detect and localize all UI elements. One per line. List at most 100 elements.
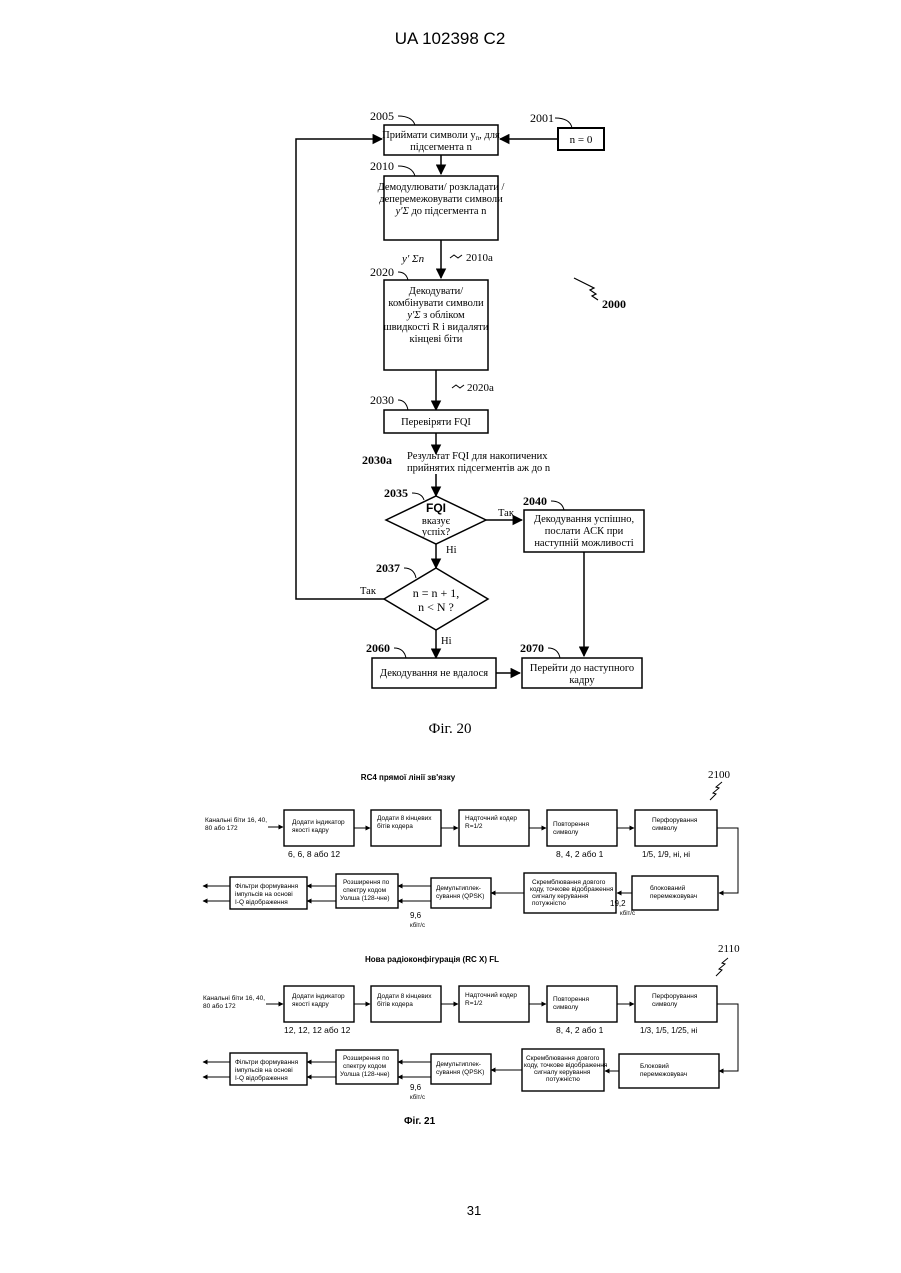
top-b7-l3: сигналу керування: [532, 893, 589, 900]
box-2040-line1: Декодування успішно,: [534, 514, 634, 525]
bottom-b5-l1: Перфорування: [652, 993, 698, 1000]
top-b10-l3: I-Q відображення: [235, 898, 288, 906]
top-b6-l1: блокований: [650, 884, 686, 892]
top-b5-l2: символу: [652, 825, 678, 832]
ref-2000-squiggle: [574, 278, 598, 300]
bottom-b6-l2: перемежовувач: [640, 1071, 687, 1078]
ref-2035: 2035: [384, 486, 408, 500]
top-rate2-unit: кбіт/с: [410, 923, 425, 929]
top-b1-l1: Додати індикатор: [292, 818, 345, 826]
bottom-title: Нова радіоконфігурація (RC X) FL: [365, 955, 499, 964]
ref-2000: 2000: [602, 297, 626, 311]
bottom-b2-l2: бітів кодера: [377, 1000, 413, 1008]
diamond-2035-line1: FQI: [426, 501, 446, 515]
top-b3-l1: Надточний кодер: [465, 814, 517, 822]
bottom-b4-l1: Повторення: [553, 996, 590, 1003]
box-2005-line1: Приймати символи yn, для: [382, 130, 500, 142]
box-2040-line2: послати АСК при: [545, 526, 624, 537]
box-2010-line1: Демодулювати/ розкладати /: [378, 182, 505, 193]
box-2020-line4: швидкості R і видаляти: [384, 322, 489, 333]
top-b1-below: 6, 6, 8 або 12: [288, 849, 340, 859]
bottom-b7-l2: коду, точкове відображення: [524, 1061, 608, 1069]
label-no-2035: Ні: [446, 545, 457, 556]
fig21-caption: Фіг. 21: [404, 1116, 436, 1127]
top-b4: [547, 810, 617, 846]
bottom-b9-l3: Уолша (128-чне): [340, 1071, 390, 1078]
ref-2001: 2001: [530, 111, 554, 125]
top-b4-below: 8, 4, 2 або 1: [556, 849, 604, 859]
diamond-2035-line3: успіх?: [422, 527, 451, 538]
box-2020-line1: Декодувати/: [409, 286, 463, 297]
diamond-2037-line1: n = n + 1,: [413, 586, 460, 600]
top-ref: 2100: [708, 769, 731, 781]
ref-2030a: 2030a: [362, 453, 392, 467]
fqi-result-line2: прийнятих підсегментів аж до n: [407, 463, 551, 474]
ref-2040: 2040: [523, 494, 547, 508]
box-2070-line1: Перейти до наступного: [530, 663, 634, 674]
top-b4-l2: символу: [553, 829, 579, 836]
bottom-b7-l4: потужністю: [546, 1075, 580, 1083]
bottom-input-line1: Канальні біти 16, 40,: [203, 994, 265, 1002]
top-input-line2: 80 або 172: [205, 824, 238, 832]
ref-2010a: 2010a: [466, 252, 493, 264]
box-2010-line2: деперемежовувати символи: [379, 194, 503, 205]
top-b2-l1: Додати 8 кінцевих: [377, 814, 432, 822]
bottom-rate2-unit: кбіт/с: [410, 1095, 425, 1101]
fig20-caption: Фіг. 20: [429, 721, 472, 737]
top-rate1-unit: кбіт/с: [620, 911, 635, 917]
ref-2037: 2037: [376, 561, 400, 575]
top-b9-l3: Уолша (128-чне): [340, 895, 390, 902]
ref-2060: 2060: [366, 641, 390, 655]
bottom-b3-l2: R=1/2: [465, 1000, 483, 1007]
top-b1-l2: якості кадру: [292, 826, 329, 834]
bottom-b4-l2: символу: [553, 1004, 579, 1011]
bottom-b10-l3: I-Q відображення: [235, 1074, 288, 1082]
top-b2-l2: бітів кодера: [377, 822, 413, 830]
ref-2020a: 2020a: [467, 382, 494, 394]
bottom-b1-below: 12, 12, 12 або 12: [284, 1025, 351, 1035]
ref-2005: 2005: [370, 109, 394, 123]
box-2005-line2: підсегмента n: [410, 142, 472, 153]
page-number: 31: [467, 1203, 481, 1218]
top-b5-l1: Перфорування: [652, 817, 698, 824]
top-b8-l1: Демультиплек-: [436, 885, 481, 892]
fig21-block-diagrams: RC4 прямої лінії зв'язку 2100 Канальні б…: [203, 769, 740, 1127]
ref-2010: 2010: [370, 159, 394, 173]
box-2030-text: Перевіряти FQI: [401, 417, 471, 428]
bottom-b1-l2: якості кадру: [292, 1000, 329, 1008]
box-2040-line3: наступній можливості: [534, 538, 633, 549]
top-b7-l4: потужністю: [532, 899, 566, 907]
top-b7-l2: коду, точкове відображення: [530, 885, 614, 893]
patent-header: UA 102398 C2: [395, 29, 506, 48]
bottom-b9-l1: Розширення по: [343, 1055, 390, 1062]
box-2020-line2: комбінувати символи: [388, 298, 484, 309]
bottom-b10-l1: Фільтри формування: [235, 1058, 299, 1066]
top-b3-l2: R=1/2: [465, 823, 483, 830]
box-2010-line3: y′Σ до підсегмента n: [395, 206, 487, 217]
top-b9-l1: Розширення по: [343, 879, 390, 886]
fig20-flowchart: 2001 n = 0 2005 Приймати символи yn, для…: [296, 109, 644, 737]
box-2070-line2: кадру: [569, 675, 595, 686]
bottom-input-line2: 80 або 172: [203, 1002, 236, 1010]
label-no-2037: Ні: [441, 636, 452, 647]
top-rate1-value: 19,2: [610, 899, 626, 908]
loop-back-arrow: [296, 139, 384, 599]
label-yes-2035: Так: [498, 508, 515, 519]
top-b6-l2: перемежовувач: [650, 893, 697, 900]
ref-2020: 2020: [370, 265, 394, 279]
bottom-b9-l2: спектру кодом: [343, 1063, 387, 1070]
top-b9-l2: спектру кодом: [343, 887, 387, 894]
ref-2070: 2070: [520, 641, 544, 655]
box-2001-text: n = 0: [570, 134, 593, 146]
bottom-b10-l2: імпульсів на основі: [235, 1066, 293, 1074]
top-b10-l1: Фільтри формування: [235, 882, 299, 890]
bottom-b7-l3: сигналу керування: [534, 1069, 591, 1076]
fqi-result-line1: Результат FQI для накопичених: [407, 451, 548, 462]
bottom-rate2-value: 9,6: [410, 1083, 422, 1092]
bottom-b8-l2: сування (QPSK): [436, 1069, 484, 1076]
bottom-b5-l2: символу: [652, 1001, 678, 1008]
box-2020-line5: кінцеві біти: [410, 334, 463, 345]
top-input-line1: Канальні біти 16, 40,: [205, 816, 267, 824]
bottom-b1-l1: Додати індикатор: [292, 992, 345, 1000]
